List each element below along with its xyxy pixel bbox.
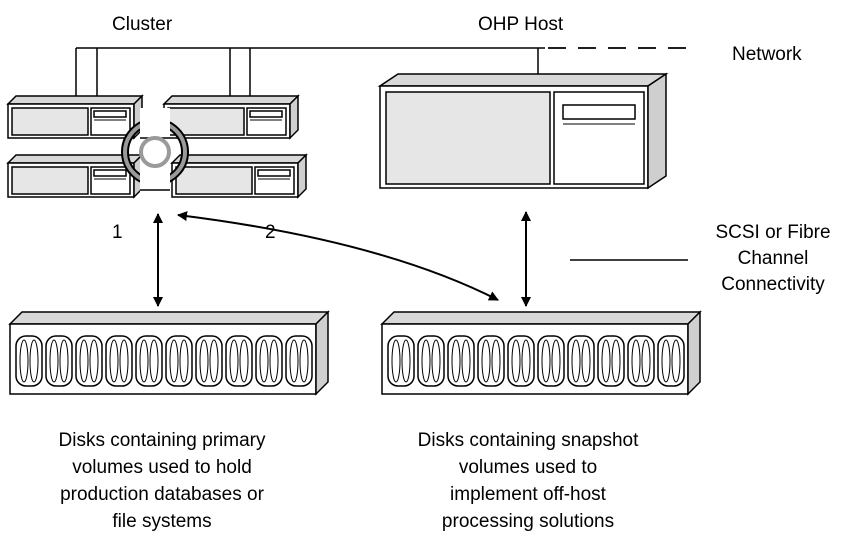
connectivity-label: SCSI or Fibre Channel Connectivity [715, 222, 830, 295]
arrow-node2-snapshot [177, 211, 499, 301]
svg-text:Channel: Channel [738, 248, 809, 269]
svg-text:SCSI or Fibre: SCSI or Fibre [715, 222, 830, 243]
primary-disk-array [10, 312, 328, 394]
node-2-label: 2 [265, 222, 276, 243]
snapshot-disk-array [382, 312, 700, 394]
node-1-label: 1 [112, 222, 123, 243]
svg-text:processing solutions: processing solutions [442, 511, 614, 532]
svg-text:file systems: file systems [112, 511, 211, 532]
svg-text:volumes used to hold: volumes used to hold [72, 457, 252, 478]
connection-arrows [153, 211, 688, 307]
cluster-label: Cluster [112, 14, 173, 35]
svg-text:volumes used to: volumes used to [459, 457, 597, 478]
cluster-interconnect [121, 108, 189, 194]
primary-disks-caption: Disks containing primary volumes used to… [59, 430, 266, 532]
ohp-host-label: OHP Host [478, 14, 564, 35]
ohp-host-server [377, 72, 669, 190]
svg-text:Disks containing snapshot: Disks containing snapshot [418, 430, 639, 451]
svg-text:Connectivity: Connectivity [721, 274, 825, 295]
svg-text:production databases or: production databases or [60, 484, 265, 505]
network-lines [75, 47, 690, 96]
snapshot-disks-caption: Disks containing snapshot volumes used t… [418, 430, 639, 532]
svg-text:implement off-host: implement off-host [450, 484, 607, 505]
network-label: Network [732, 44, 802, 65]
svg-text:Disks containing primary: Disks containing primary [59, 430, 266, 451]
